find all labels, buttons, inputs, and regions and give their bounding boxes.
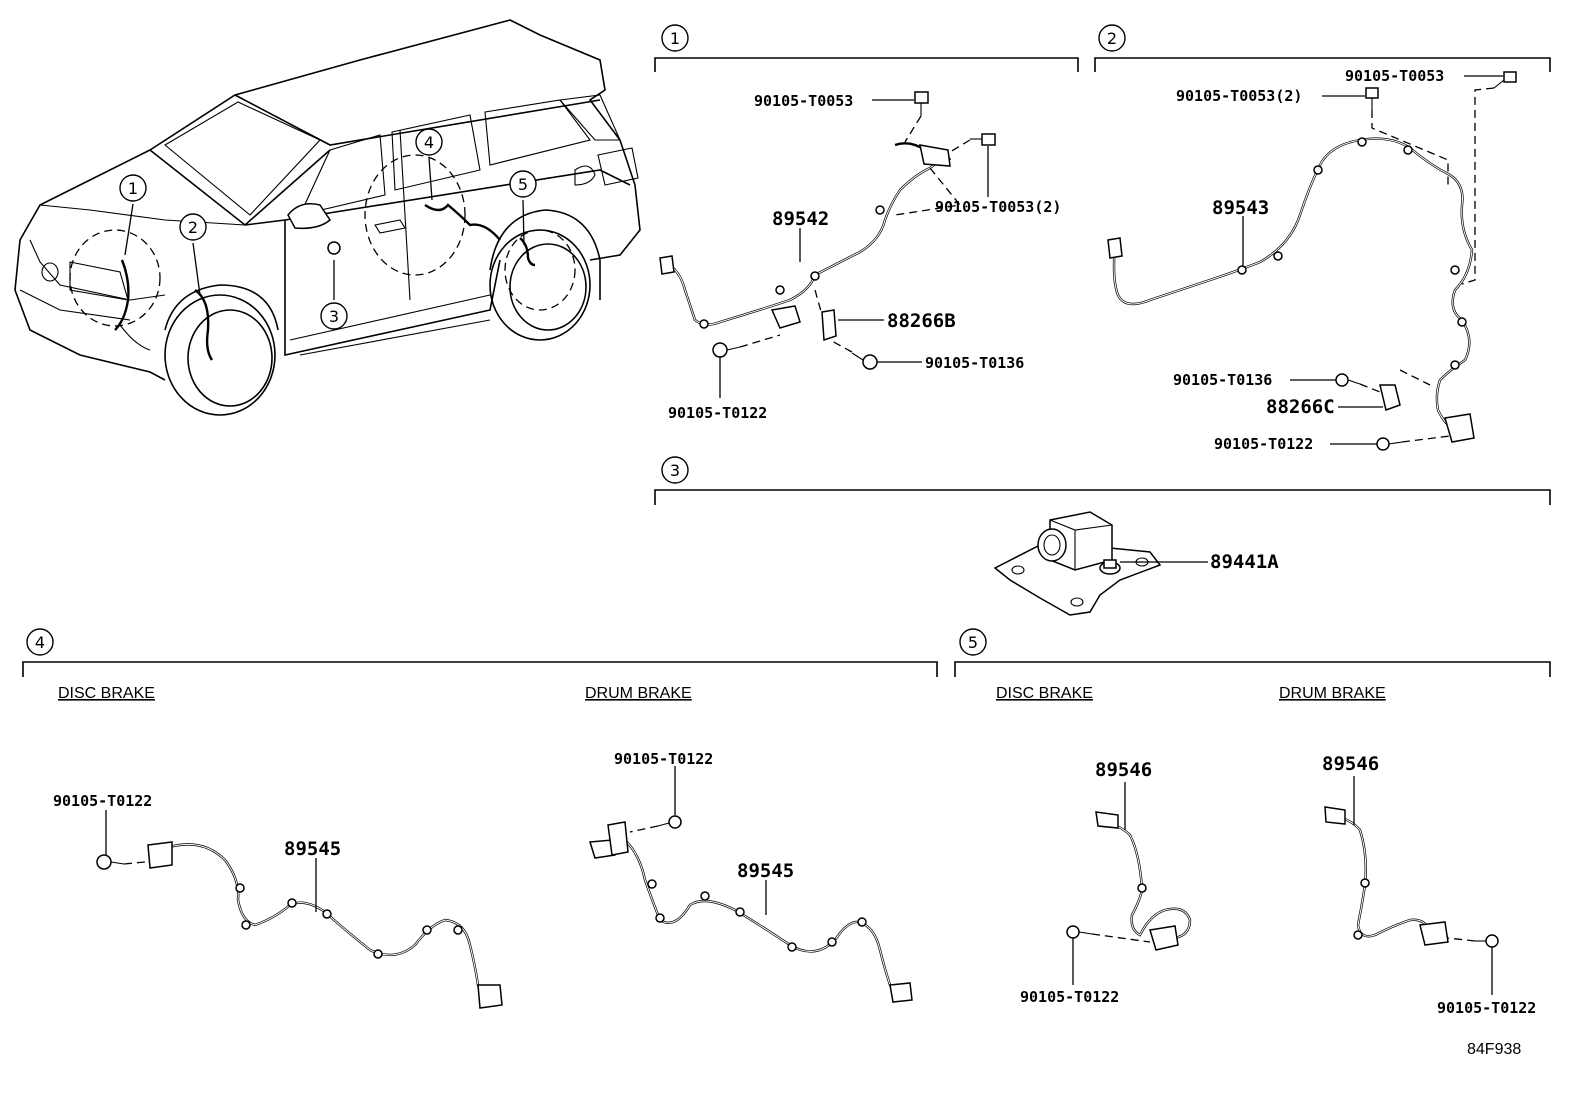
section-4-bracket (22, 661, 938, 677)
yaw-rate-sensor (993, 511, 1162, 616)
label-90105-T0122: 90105-T0122 (614, 750, 713, 768)
bolt-icon (712, 342, 741, 358)
section-1: 1 (654, 24, 1079, 422)
vehicle-callout-4: 4 (415, 128, 443, 156)
diagram-code: 84F938 (1467, 1041, 1521, 1058)
label-90105-T0122: 90105-T0122 (1020, 988, 1119, 1006)
bolt-icon (851, 352, 878, 370)
vehicle-callout-3: 3 (320, 302, 348, 330)
bolt-icon (1066, 925, 1093, 939)
svg-text:1: 1 (670, 29, 680, 48)
label-90105-T0136: 90105-T0136 (925, 354, 1024, 372)
label-90105-T0136: 90105-T0136 (1173, 371, 1272, 389)
label-88266B: 88266B (887, 310, 956, 332)
section-2-marker: 2 (1098, 24, 1126, 52)
label-90105-T0122: 90105-T0122 (668, 404, 767, 422)
section-5-bracket (954, 661, 1551, 677)
section-4: 4 DISC BRAKE DRUM BRAKE 90105-T0122 8954… (22, 628, 938, 1009)
svg-text:5: 5 (968, 633, 978, 652)
section-1-bracket (654, 57, 1079, 72)
section-3-marker: 3 (661, 456, 689, 484)
label-89543: 89543 (1212, 197, 1269, 219)
label-89546: 89546 (1095, 759, 1152, 781)
label-89546: 89546 (1322, 753, 1379, 775)
svg-text:2: 2 (1107, 29, 1117, 48)
bolt-icon (1475, 934, 1499, 948)
label-90105-T0122: 90105-T0122 (1437, 999, 1536, 1017)
label-89545: 89545 (284, 838, 341, 860)
label-90105-T0053-2: 90105-T0053(2) (1176, 87, 1302, 105)
wire-89546-drum (1329, 813, 1432, 938)
bolt-icon (970, 133, 996, 146)
svg-text:1: 1 (128, 179, 138, 198)
label-89545: 89545 (737, 860, 794, 882)
bolt-icon (1493, 71, 1517, 89)
label-90105-T0053: 90105-T0053 (1345, 67, 1444, 85)
wire-89543 (1112, 137, 1474, 432)
svg-text:3: 3 (329, 307, 339, 326)
vehicle-illustration (14, 19, 641, 416)
section-2-bracket (1094, 57, 1551, 72)
section-5-marker: 5 (959, 628, 987, 656)
section-5: 5 DISC BRAKE DRUM BRAKE 90105-T0122 8954… (954, 628, 1551, 1017)
svg-text:4: 4 (35, 633, 45, 652)
label-89542: 89542 (772, 208, 829, 230)
drum-brake-header: DRUM BRAKE (585, 685, 692, 702)
label-90105-T0122: 90105-T0122 (1214, 435, 1313, 453)
vehicle-callout-1: 1 (119, 174, 147, 202)
section-3: 3 89441A (654, 456, 1551, 616)
label-90105-T0053: 90105-T0053 (754, 92, 853, 110)
section-2: 2 (1094, 24, 1551, 453)
label-90105-T0053-2: 90105-T0053(2) (935, 198, 1061, 216)
svg-text:5: 5 (518, 175, 528, 194)
wire-89545-disc (159, 843, 491, 1007)
label-90105-T0122: 90105-T0122 (53, 792, 152, 810)
svg-text:4: 4 (424, 133, 434, 152)
section-3-bracket (654, 489, 1551, 505)
drum-brake-header: DRUM BRAKE (1279, 685, 1386, 702)
label-88266C: 88266C (1266, 396, 1335, 418)
vehicle-callout-5: 5 (509, 170, 537, 198)
section-4-marker: 4 (26, 628, 54, 656)
wire-89542 (664, 156, 949, 326)
bolt-icon (1365, 87, 1379, 110)
svg-text:3: 3 (670, 461, 680, 480)
disc-brake-header: DISC BRAKE (58, 685, 155, 702)
vehicle-callout-2: 2 (179, 213, 207, 241)
bolt-icon (914, 91, 929, 116)
wire-89546-disc (1099, 818, 1192, 940)
bolt-icon (1376, 437, 1403, 451)
label-89441A: 89441A (1210, 551, 1279, 573)
bolt-icon (1335, 373, 1361, 387)
svg-text:2: 2 (188, 218, 198, 237)
bolt-icon (96, 854, 125, 870)
bolt-icon (657, 815, 682, 829)
disc-brake-header: DISC BRAKE (996, 685, 1093, 702)
section-1-marker: 1 (661, 24, 689, 52)
